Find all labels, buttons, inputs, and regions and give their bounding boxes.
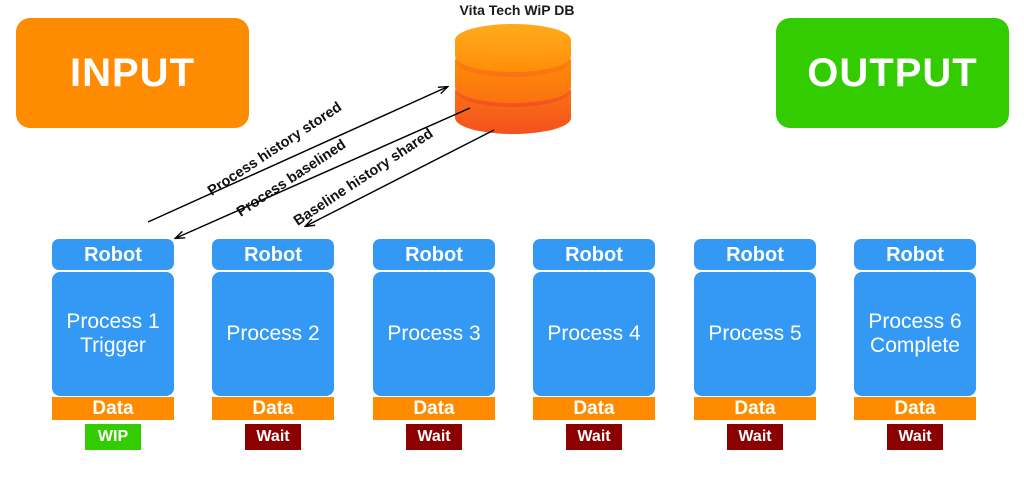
status-wrap: Wait: [694, 424, 816, 450]
robot-box[interactable]: Robot: [373, 239, 495, 270]
status-badge[interactable]: Wait: [245, 424, 301, 450]
status-wrap: Wait: [212, 424, 334, 450]
process-column-2[interactable]: Robot Process 2 Data Wait: [212, 239, 334, 450]
status-badge[interactable]: Wait: [727, 424, 783, 450]
robot-box[interactable]: Robot: [212, 239, 334, 270]
output-banner: OUTPUT: [776, 18, 1009, 128]
data-bar[interactable]: Data: [373, 397, 495, 420]
status-wrap: WIP: [52, 424, 174, 450]
process-column-3[interactable]: Robot Process 3 Data Wait: [373, 239, 495, 450]
robot-box[interactable]: Robot: [854, 239, 976, 270]
data-bar[interactable]: Data: [694, 397, 816, 420]
process-box[interactable]: Process 2: [212, 272, 334, 396]
database-cylinder-icon: [455, 24, 571, 134]
robot-box[interactable]: Robot: [533, 239, 655, 270]
status-badge[interactable]: Wait: [887, 424, 943, 450]
process-box[interactable]: Process 3: [373, 272, 495, 396]
data-bar[interactable]: Data: [52, 397, 174, 420]
input-banner: INPUT: [16, 18, 249, 128]
status-badge[interactable]: Wait: [406, 424, 462, 450]
robot-box[interactable]: Robot: [694, 239, 816, 270]
data-bar[interactable]: Data: [533, 397, 655, 420]
database-group: Vita Tech WiP DB: [452, 2, 582, 136]
data-bar[interactable]: Data: [854, 397, 976, 420]
data-bar[interactable]: Data: [212, 397, 334, 420]
process-column-5[interactable]: Robot Process 5 Data Wait: [694, 239, 816, 450]
status-wrap: Wait: [533, 424, 655, 450]
robot-box[interactable]: Robot: [52, 239, 174, 270]
database-title: Vita Tech WiP DB: [459, 2, 575, 18]
status-badge[interactable]: WIP: [85, 424, 141, 450]
process-box[interactable]: Process 5: [694, 272, 816, 396]
status-badge[interactable]: Wait: [566, 424, 622, 450]
status-wrap: Wait: [854, 424, 976, 450]
process-column-4[interactable]: Robot Process 4 Data Wait: [533, 239, 655, 450]
process-box[interactable]: Process 4: [533, 272, 655, 396]
status-wrap: Wait: [373, 424, 495, 450]
